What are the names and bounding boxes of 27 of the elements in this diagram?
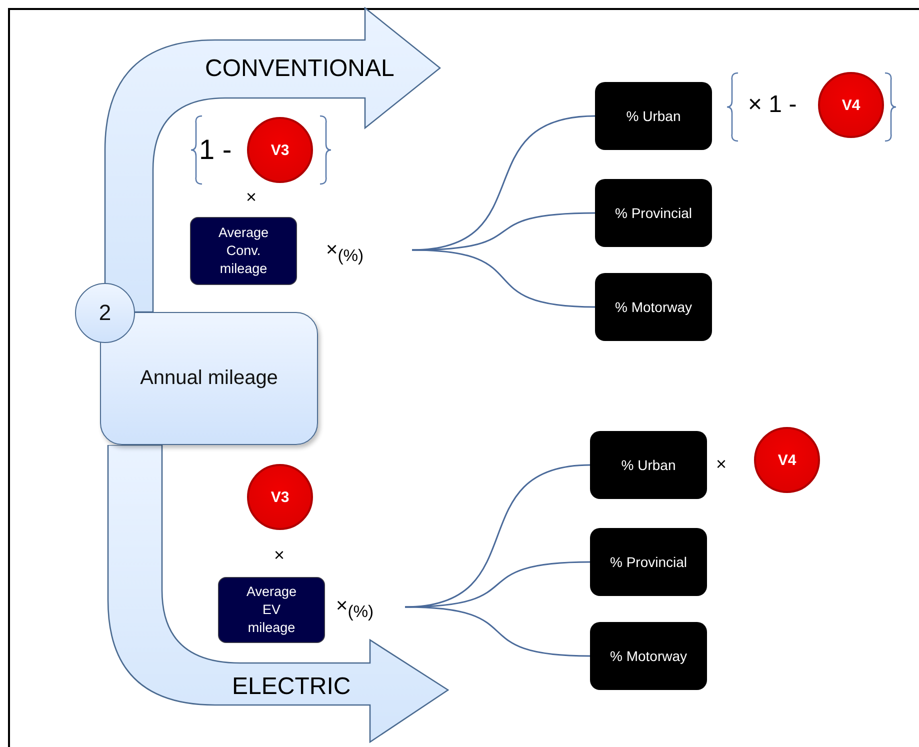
- process-box: Average Conv. mileage: [190, 217, 297, 285]
- process-box: % Urban: [595, 82, 712, 150]
- formula-text: ×$_{(%)}$: [336, 596, 374, 621]
- variable-circle: V4: [754, 427, 820, 493]
- arrow-label: CONVENTIONAL: [205, 57, 394, 81]
- step-number-badge: 2: [75, 283, 135, 343]
- connector-line: [404, 606, 590, 657]
- formula-text: ×$_{(%)}$: [326, 240, 364, 265]
- variable-circle: V3: [247, 464, 313, 530]
- process-box: Average EV mileage: [218, 577, 325, 643]
- process-box: % Urban: [590, 431, 707, 499]
- connector-line: [412, 249, 596, 308]
- connector-line: [412, 212, 596, 251]
- arrow-label: ELECTRIC: [232, 675, 351, 699]
- variable-circle: V4: [818, 72, 884, 138]
- formula-text: × 1 -: [748, 93, 797, 117]
- formula-text: ×: [716, 455, 727, 473]
- process-box: % Provincial: [595, 179, 712, 247]
- process-box: % Motorway: [590, 622, 707, 690]
- formula-text: 1 -: [199, 136, 232, 164]
- variable-circle: V3: [247, 117, 313, 183]
- formula-text: ×: [274, 546, 285, 564]
- formula-text: ×: [246, 188, 257, 206]
- curved-arrow: [107, 445, 449, 743]
- connector-line: [404, 561, 590, 608]
- process-box: % Motorway: [595, 273, 712, 341]
- process-box: % Provincial: [590, 528, 707, 596]
